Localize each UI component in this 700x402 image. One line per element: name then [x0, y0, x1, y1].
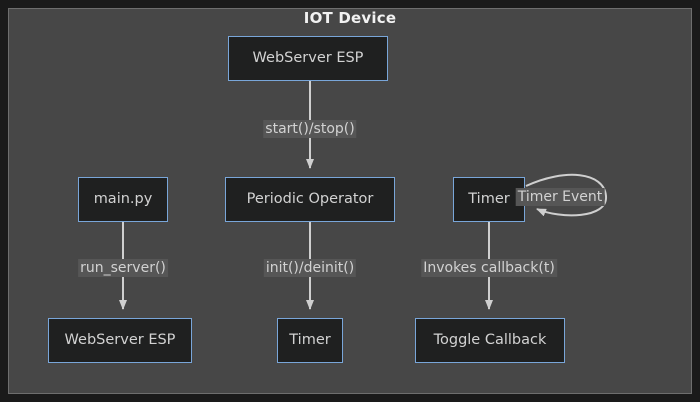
node-periodic-operator[interactable]: Periodic Operator: [225, 177, 395, 222]
edge-label-run-server: run_server(): [78, 259, 168, 277]
node-label: Toggle Callback: [433, 332, 547, 349]
node-timer-right[interactable]: Timer: [453, 177, 525, 222]
diagram-title: IOT Device: [303, 9, 397, 27]
edge-label-timer-event: Timer Event: [515, 188, 605, 206]
node-toggle-callback[interactable]: Toggle Callback: [415, 318, 565, 363]
node-label: WebServer ESP: [252, 50, 364, 67]
node-webserver-esp-bottom[interactable]: WebServer ESP: [48, 318, 192, 363]
node-label: Periodic Operator: [246, 191, 374, 208]
edge-label-start-stop: start()/stop(): [263, 120, 357, 138]
node-label: Timer: [468, 191, 510, 208]
node-label: WebServer ESP: [64, 332, 176, 349]
edge-label-init-deinit: init()/deinit(): [263, 259, 357, 277]
node-main-py[interactable]: main.py: [78, 177, 168, 222]
node-timer-bottom[interactable]: Timer: [277, 318, 343, 363]
node-label: Timer: [289, 332, 331, 349]
edge-label-invokes-callback: Invokes callback(t): [421, 259, 557, 277]
node-label: main.py: [93, 191, 153, 208]
node-webserver-esp-top[interactable]: WebServer ESP: [228, 36, 388, 81]
